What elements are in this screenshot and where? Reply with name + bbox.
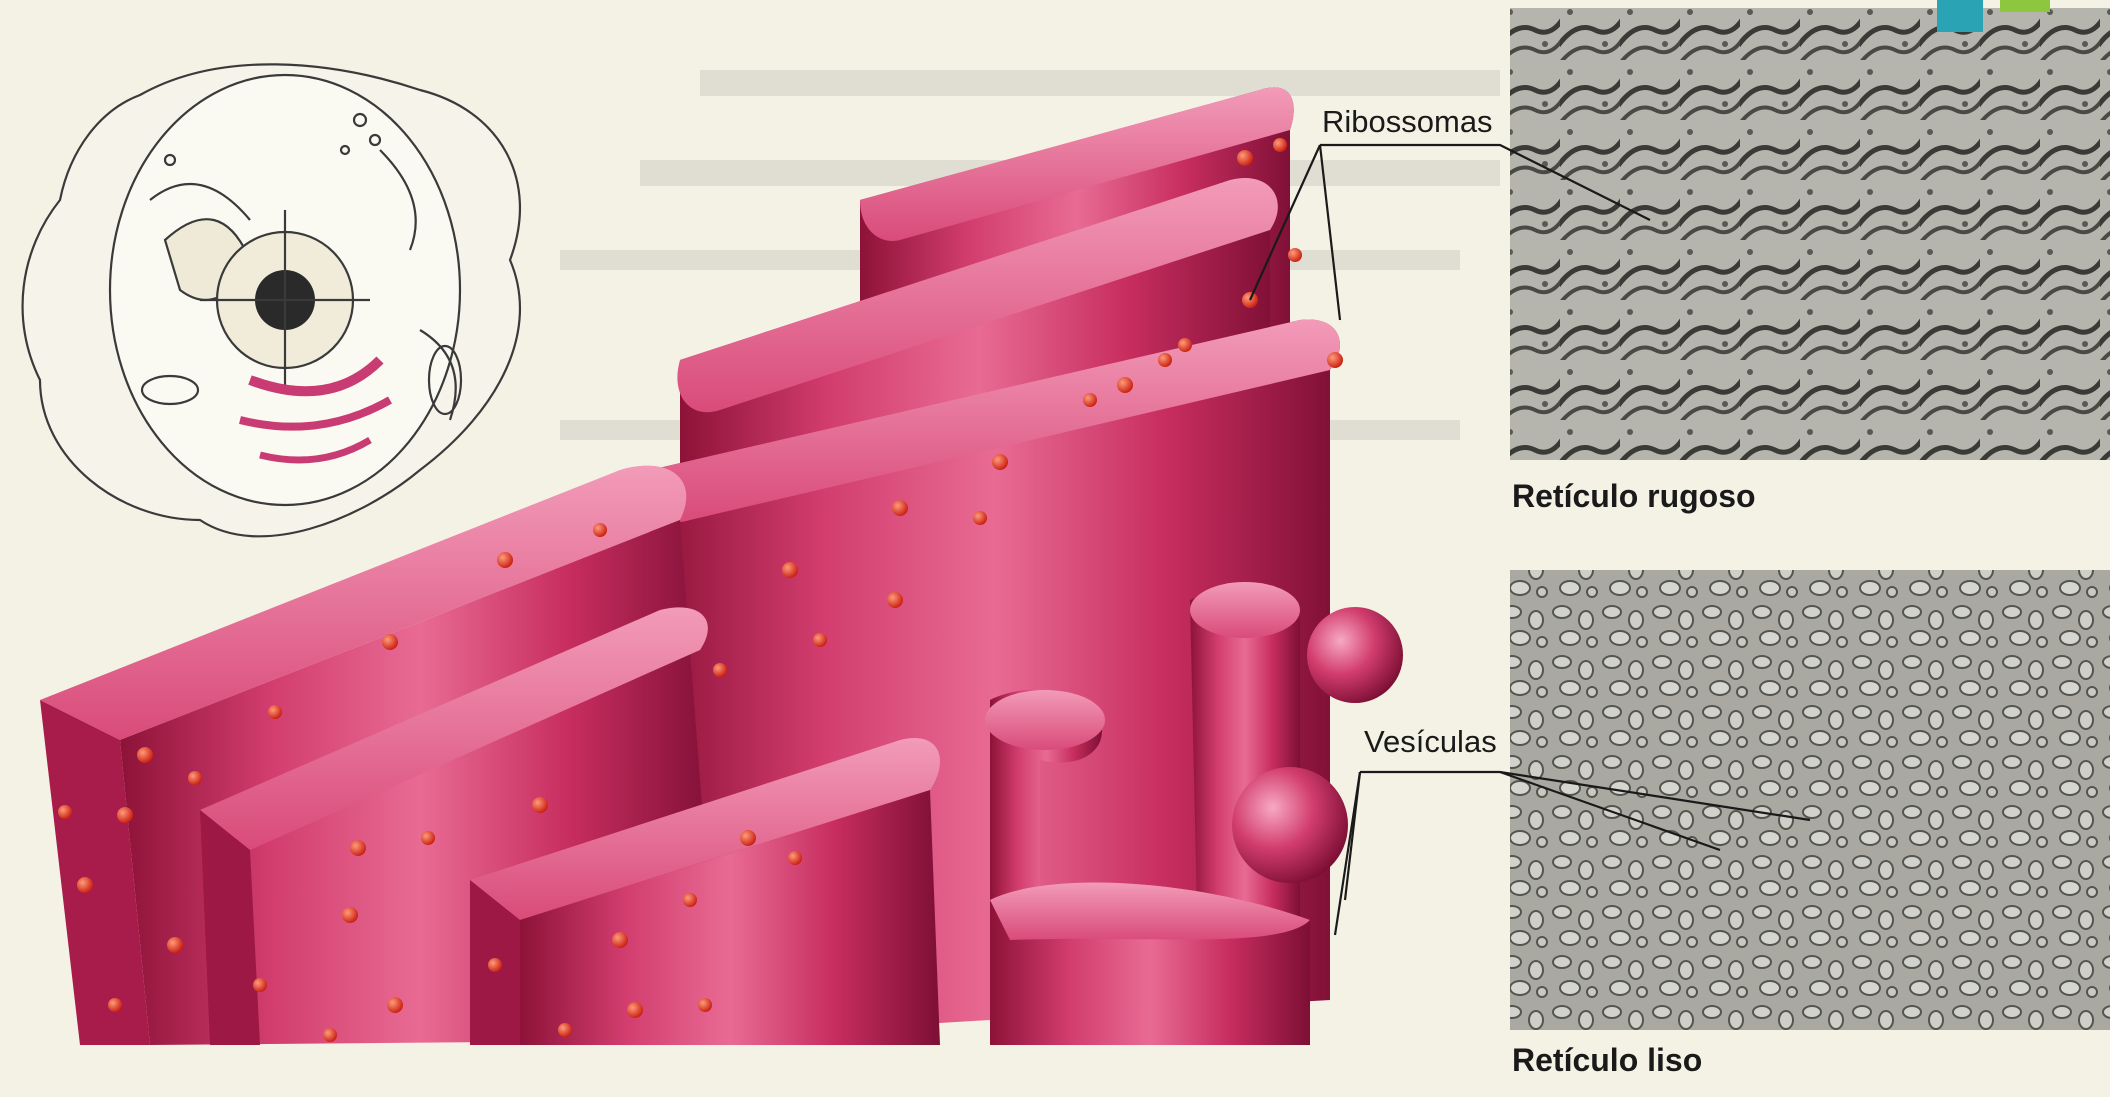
label-ribosomes: Ribossomas — [1322, 104, 1493, 140]
animal-cell-outline-icon — [23, 64, 520, 536]
caption-rough-er: Retículo rugoso — [1512, 478, 1756, 515]
micrograph-smooth-er — [1510, 570, 2110, 1030]
caption-smooth-er: Retículo liso — [1512, 1042, 1702, 1079]
label-vesicles: Vesículas — [1364, 724, 1497, 760]
accent-square-green — [2000, 0, 2050, 12]
micrograph-rough-er — [1510, 8, 2110, 460]
accent-square-teal — [1937, 0, 1983, 32]
